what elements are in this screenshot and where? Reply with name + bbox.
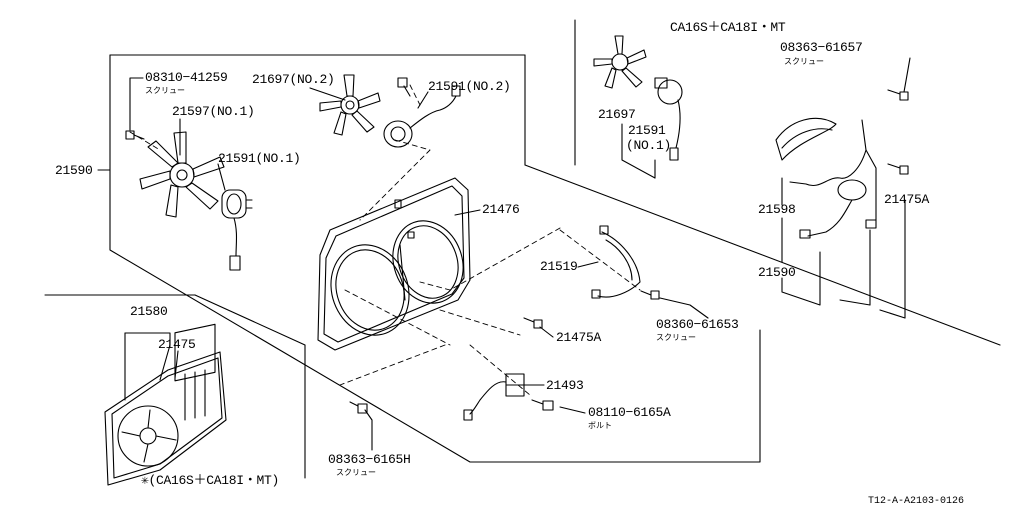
label-21580: 21580 (130, 304, 168, 319)
label-21591-no1: 21591(NO.1) (218, 151, 301, 166)
label-21475-inset: 21475 (158, 337, 196, 352)
label-08310-sub: スクリュー (145, 86, 185, 95)
label-21519: 21519 (540, 259, 578, 274)
motor-no2-icon (384, 78, 460, 147)
label-21597: 21597(NO.1) (172, 104, 255, 119)
label-08360-sub: スクリュー (656, 333, 696, 342)
label-r-21591: 21591 (628, 123, 666, 138)
label-r-08363-sub: スクリュー (784, 57, 824, 66)
fan-no2-icon (320, 75, 380, 135)
label-08310-41259: 08310−41259 (145, 70, 228, 85)
screw-icons (126, 90, 908, 413)
label-r-21475a: 21475A (884, 192, 930, 207)
variant-title: CA16S＋CA18I・MT (670, 20, 786, 35)
fan-no1-icon (140, 132, 224, 217)
shroud-icon (318, 178, 474, 350)
label-r-21697: 21697 (598, 107, 636, 122)
frame-lines (45, 20, 1000, 478)
fan-right-icon (594, 36, 646, 88)
label-08110-6165a: 08110−6165A (588, 405, 671, 420)
bracket-21519-icon (592, 226, 640, 298)
inset-radiator-icon (105, 324, 226, 485)
label-21591-no2: 21591(NO.2) (428, 79, 511, 94)
label-r-21590: 21590 (758, 265, 796, 280)
label-08363-6165h: 08363−6165H (328, 452, 411, 467)
motor-right-icon (655, 78, 682, 160)
label-21697: 21697(NO.2) (252, 72, 335, 87)
motor-no1-icon (222, 190, 252, 270)
drawing-code: T12-A-A2103-0126 (868, 496, 965, 507)
relay-21493-icon (464, 374, 524, 420)
label-r-21591-no: (NO.1) (626, 138, 672, 153)
label-21590-left: 21590 (55, 163, 93, 178)
label-08363-bottom-sub: スクリュー (336, 468, 376, 477)
label-r-21598: 21598 (758, 202, 796, 217)
leader-lines (98, 58, 910, 450)
harness-21598-icon (776, 118, 876, 238)
label-08360-61653: 08360−61653 (656, 317, 739, 332)
label-r-08363-61657: 08363−61657 (780, 40, 863, 55)
assembly-dashes (130, 85, 640, 395)
label-21475a-mid: 21475A (556, 330, 602, 345)
label-21493: 21493 (546, 378, 584, 393)
inset-note: ✳(CA16S＋CA18I・MT) (141, 473, 279, 488)
label-08110-sub: ボルト (588, 421, 612, 430)
label-21476: 21476 (482, 202, 520, 217)
